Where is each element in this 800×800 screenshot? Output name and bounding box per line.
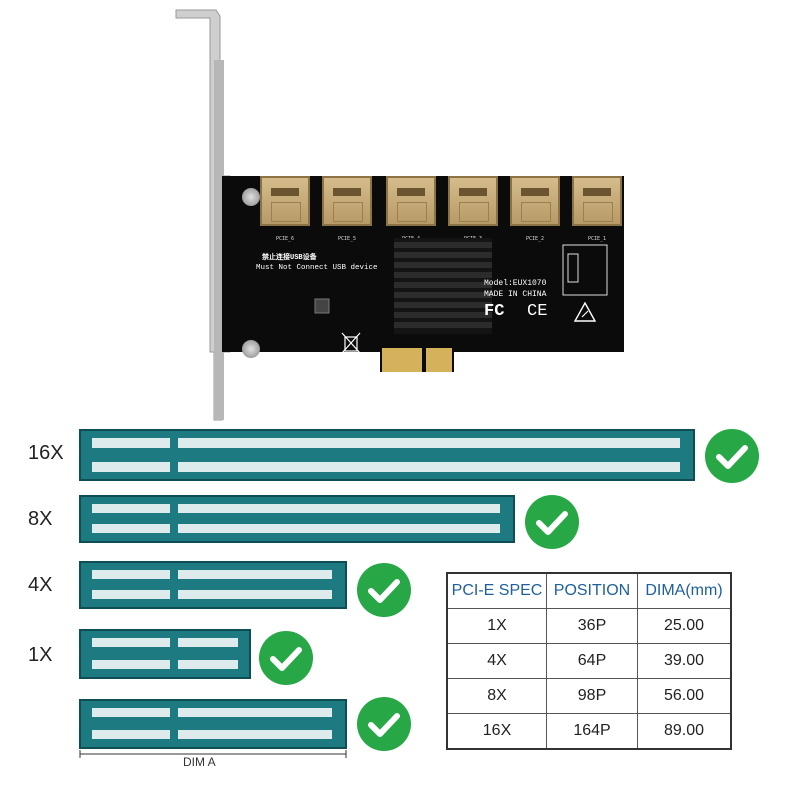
- usb-port-pcie3: [448, 176, 498, 226]
- check-icon: [525, 495, 579, 549]
- table-cell: 64P: [546, 643, 638, 679]
- header-dima: DIMA(mm): [637, 572, 732, 609]
- header-position: POSITION: [546, 572, 638, 609]
- slot-label-1x: 1X: [28, 644, 53, 666]
- ce-mark: CE: [527, 302, 548, 321]
- slot-dimension: [79, 699, 347, 758]
- weee-bin-icon: [341, 332, 361, 354]
- usb-port-pcie4: [386, 176, 436, 226]
- slot-1x: [79, 629, 251, 679]
- slot-8x: [79, 495, 515, 543]
- header-spec: PCI-E SPEC: [446, 572, 547, 609]
- check-icon: [259, 631, 313, 685]
- slot-16x: [79, 429, 695, 481]
- table-cell: 164P: [546, 713, 638, 750]
- pcie0-connector: [562, 244, 608, 296]
- esd-warning-icon: [574, 302, 596, 322]
- slot-label-4x: 4X: [28, 574, 53, 596]
- heatsink: [394, 238, 492, 334]
- riser-card: PCIE_6 PCIE_5 PCIE_4 PCIE_3 PCIE_2 PCIE_…: [222, 176, 624, 358]
- slot-label-8x: 8X: [28, 508, 53, 530]
- usb-port-pcie2: [510, 176, 560, 226]
- model-text: Model:EUX1070: [484, 279, 547, 288]
- usb-port-pcie6: [260, 176, 310, 226]
- table-cell: 56.00: [637, 678, 732, 714]
- slot-4x: [79, 561, 347, 609]
- chinese-notice: 禁止连接USB设备: [262, 254, 317, 262]
- fc-mark: FC: [484, 302, 505, 321]
- slot-label-16x: 16X: [28, 442, 64, 464]
- screw-icon: [242, 188, 260, 206]
- screw-icon: [242, 340, 260, 358]
- usb-port-pcie1: [572, 176, 622, 226]
- gold-fingers: [426, 348, 452, 372]
- port-label: PCIE_5: [337, 236, 357, 242]
- gold-fingers: [382, 348, 422, 372]
- english-notice: Must Not Connect USB device: [256, 264, 378, 272]
- table-cell: 16X: [446, 713, 547, 750]
- table-row: 4X 64P 39.00: [446, 643, 732, 679]
- chip-icon: [314, 298, 330, 314]
- table-cell: 4X: [446, 643, 547, 679]
- pcie-spec-table: PCI-E SPEC POSITION DIMA(mm) 1X 36P 25.0…: [446, 572, 732, 750]
- check-icon: [357, 697, 411, 751]
- table-cell: 25.00: [637, 608, 732, 644]
- usb-port-pcie5: [322, 176, 372, 226]
- port-label: PCIE_6: [275, 236, 295, 242]
- table-row: 8X 98P 56.00: [446, 678, 732, 714]
- table-cell: 36P: [546, 608, 638, 644]
- port-label: PCIE_1: [587, 236, 607, 242]
- table-cell: 1X: [446, 608, 547, 644]
- dim-a-label: DIM A: [183, 755, 216, 769]
- port-label: PCIE_2: [525, 236, 545, 242]
- check-icon: [705, 429, 759, 483]
- pcie-bracket: [175, 9, 231, 421]
- table-cell: 8X: [446, 678, 547, 714]
- origin-text: MADE IN CHINA: [484, 290, 547, 299]
- table-cell: 98P: [546, 678, 638, 714]
- table-cell: 89.00: [637, 713, 732, 750]
- table-row: 16X 164P 89.00: [446, 713, 732, 750]
- table-cell: 39.00: [637, 643, 732, 679]
- check-icon: [357, 563, 411, 617]
- table-row: 1X 36P 25.00: [446, 608, 732, 644]
